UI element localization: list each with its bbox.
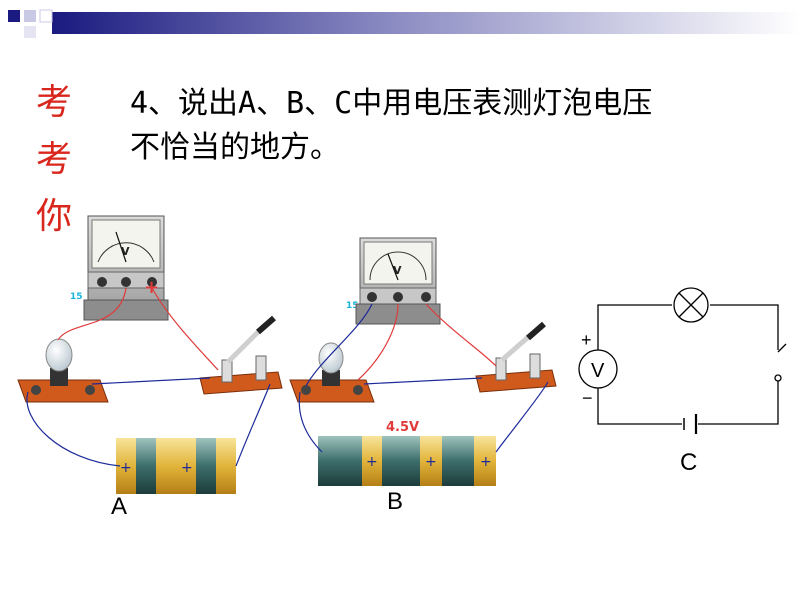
figure-a-label: A — [111, 493, 127, 520]
figure-b-label: B — [387, 488, 403, 515]
lamp-board-a — [17, 338, 109, 403]
figure-c-label: C — [680, 449, 697, 476]
figure-a: V 15 + — [17, 215, 283, 520]
battery-b-plus-3: + — [480, 454, 492, 470]
header-decoration — [8, 9, 800, 38]
battery-b-plus-1: + — [366, 454, 378, 470]
question-text: 4、说出A、B、C中用电压表测灯泡电压 不恰当的地方。 — [130, 82, 770, 170]
side-title-char: 考 — [36, 82, 73, 123]
lamp-board-b — [289, 342, 375, 403]
side-title-char: 考 — [36, 139, 73, 180]
question-line-1: 4、说出A、B、C中用电压表测灯泡电压 — [130, 86, 653, 121]
figure-c — [578, 287, 787, 434]
voltmeter-a-symbol: V — [121, 245, 130, 258]
switch-b — [475, 321, 557, 393]
terminal-15-label-a: 15 — [70, 292, 83, 302]
voltmeter-b: V 15 — [346, 237, 441, 325]
side-title: 考 考 你 — [36, 74, 86, 245]
battery-a: + + — [116, 438, 236, 494]
battery-a-plus-2: + — [181, 460, 193, 476]
battery-b-voltage: 4.5V — [386, 420, 419, 435]
battery-b: + + + — [318, 436, 496, 486]
battery-a-plus-1: + — [120, 460, 132, 476]
battery-b-plus-2: + — [425, 454, 437, 470]
circuit-plus: + — [581, 330, 592, 350]
wires-b — [298, 303, 549, 453]
switch-a — [199, 315, 283, 395]
circuit-voltmeter-symbol: V — [591, 360, 605, 382]
voltmeter-a: V 15 + — [70, 215, 169, 321]
terminal-15-label-b: 15 — [346, 301, 359, 311]
figure-b: V 15 + — [289, 237, 557, 515]
question-line-2: 不恰当的地方。 — [130, 130, 340, 165]
terminal-plus-a: + — [144, 277, 159, 298]
wires-a — [26, 287, 271, 467]
circuit-minus: − — [582, 388, 593, 408]
side-title-char: 你 — [36, 196, 73, 237]
voltmeter-b-symbol: V — [393, 264, 402, 277]
